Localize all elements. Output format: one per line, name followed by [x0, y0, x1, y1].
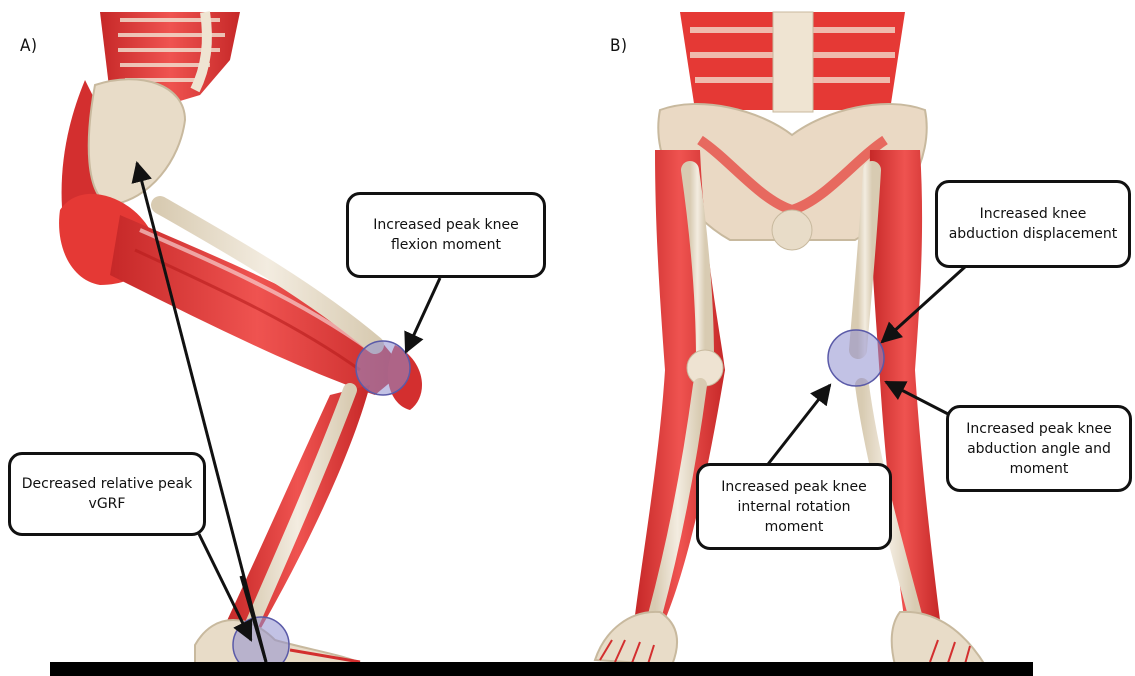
callout-knee-abduction-displacement: Increased knee abduction displacement: [935, 180, 1131, 268]
panel-a-illustration: [59, 12, 422, 673]
callout-knee-internal-rotation-moment: Increased peak knee internal rotation mo…: [696, 463, 892, 550]
panel-a-label: A): [20, 36, 37, 56]
panel-b-label: B): [610, 36, 627, 56]
panel-b-illustration: [595, 12, 985, 665]
callout-knee-abduction-angle-moment: Increased peak knee abduction angle and …: [946, 405, 1132, 492]
ground-bar: [50, 662, 1033, 676]
callout-knee-flexion-moment: Increased peak knee flexion moment: [346, 192, 546, 278]
callout-vgrf: Decreased relative peak vGRF: [8, 452, 206, 536]
